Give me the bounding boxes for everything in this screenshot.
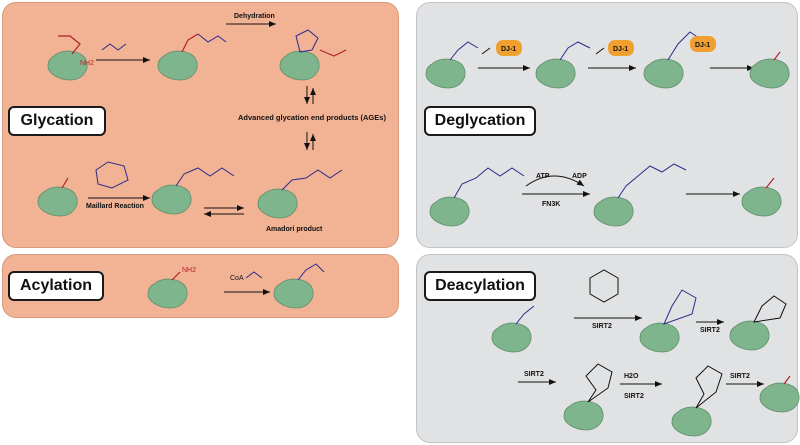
acylation-row: NH2 CoA xyxy=(147,263,325,309)
dj1-label: DJ-1 xyxy=(695,42,710,49)
deglycation-title: Deglycation xyxy=(424,106,536,136)
maillard-label: Maillard Reaction xyxy=(86,203,144,210)
protein xyxy=(741,186,782,217)
coa-label: CoA xyxy=(230,275,244,282)
protein xyxy=(593,196,634,227)
ages-label: Advanced glycation end products (AGEs) xyxy=(238,113,386,122)
deglycation-row-1: DJ-1 DJ-1 DJ-1 xyxy=(425,31,790,89)
protein xyxy=(759,382,800,413)
protein xyxy=(273,278,314,309)
protein xyxy=(257,188,298,219)
protein xyxy=(639,322,680,353)
protein xyxy=(491,322,532,353)
protein xyxy=(151,184,192,215)
sirt2-label: SIRT2 xyxy=(592,323,612,330)
dj1-label: DJ-1 xyxy=(613,46,628,53)
protein xyxy=(729,320,770,351)
acylation-title: Acylation xyxy=(8,271,104,301)
protein xyxy=(37,186,78,217)
sirt2-label: SIRT2 xyxy=(700,327,720,334)
dj1-enzyme xyxy=(496,40,522,56)
glycation-row-1: NH2 Dehydration xyxy=(47,13,347,81)
nh2-label: NH2 xyxy=(182,267,196,274)
sirt2-label: SIRT2 xyxy=(730,373,750,380)
dj1-enzyme xyxy=(608,40,634,56)
protein xyxy=(279,50,320,81)
deacylation-row-1: SIRT2 SIRT2 xyxy=(491,269,787,353)
glycation-title: Glycation xyxy=(8,106,106,136)
protein xyxy=(147,278,188,309)
deacylation-title: Deacylation xyxy=(424,271,536,301)
deacylation-row-2: SIRT2 H2O SIRT2 SIRT2 xyxy=(518,363,800,437)
protein xyxy=(157,50,198,81)
protein xyxy=(643,58,684,89)
ages-node: Advanced glycation end products (AGEs) xyxy=(238,86,386,150)
adp-label: ADP xyxy=(572,173,587,180)
dj1-enzyme xyxy=(690,36,716,52)
nh2-label: NH2 xyxy=(80,60,94,67)
fn3k-label: FN3K xyxy=(542,201,560,208)
amadori-label: Amadori product xyxy=(266,226,323,233)
protein xyxy=(749,58,790,89)
protein xyxy=(535,58,576,89)
protein xyxy=(425,58,466,89)
protein xyxy=(429,196,470,227)
sirt2-label: SIRT2 xyxy=(524,371,544,378)
h2o-label: H2O xyxy=(624,373,639,380)
atp-adp-arrow xyxy=(525,175,585,187)
atp-label: ATP xyxy=(536,173,550,180)
protein xyxy=(563,400,604,431)
glycation-row-2: Maillard Reaction Amadori product xyxy=(37,161,343,233)
protein xyxy=(671,406,712,437)
sirt2-label: SIRT2 xyxy=(624,393,644,400)
dehydration-label: Dehydration xyxy=(234,13,275,20)
dj1-label: DJ-1 xyxy=(501,46,516,53)
deglycation-row-2: ATP ADP FN3K xyxy=(429,163,782,227)
